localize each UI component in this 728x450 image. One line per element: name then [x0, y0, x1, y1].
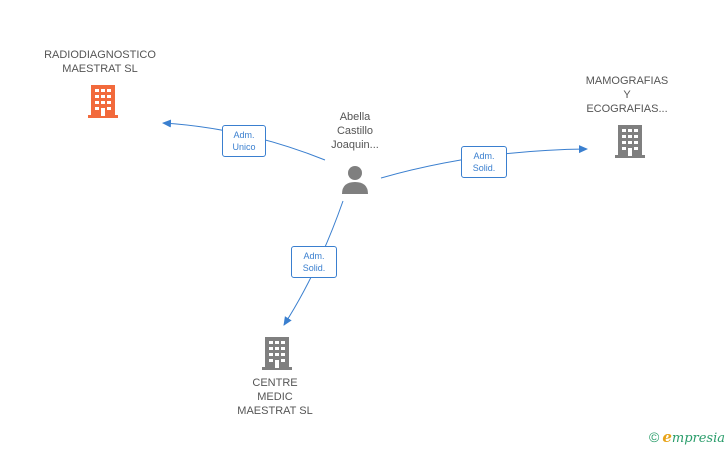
edge-label-line: Solid. — [302, 263, 326, 273]
label-line: CENTRE — [252, 377, 298, 389]
label-line: Abella — [339, 111, 371, 123]
company-label-radiodiagnostico[interactable]: RADIODIAGNOSTICO MAESTRAT SL — [30, 48, 170, 76]
label-line: MAESTRAT SL — [62, 63, 138, 75]
label-line: Joaquin... — [331, 139, 379, 151]
person-icon[interactable] — [340, 164, 370, 194]
copyright-symbol: © — [649, 429, 660, 445]
edge-label-adm-unico[interactable]: Adm. Unico — [222, 125, 266, 157]
edge-label-line: Adm. — [473, 151, 495, 161]
brand-initial: e — [662, 428, 672, 446]
company-label-centre[interactable]: CENTRE MEDIC MAESTRAT SL — [220, 376, 330, 418]
building-icon[interactable] — [87, 83, 119, 119]
edge-label-adm-solid-centre[interactable]: Adm. Solid. — [291, 246, 337, 278]
label-line: Castillo — [336, 125, 374, 137]
edge-label-adm-solid-mamografias[interactable]: Adm. Solid. — [461, 146, 507, 178]
label-line: MEDIC — [257, 391, 293, 403]
edge-label-line: Solid. — [472, 163, 496, 173]
empresia-watermark: ©empresia — [649, 428, 725, 446]
label-line: MAMOGRAFIAS — [585, 75, 669, 87]
brand-name: mpresia — [671, 431, 726, 446]
person-label[interactable]: Abella Castillo Joaquin... — [310, 110, 400, 152]
edge-label-line: Unico — [232, 142, 256, 152]
label-line: RADIODIAGNOSTICO — [44, 49, 156, 61]
company-label-mamografias[interactable]: MAMOGRAFIAS Y ECOGRAFIAS... — [572, 74, 682, 116]
edge-label-line: Adm. — [303, 251, 325, 261]
building-icon[interactable] — [614, 123, 646, 159]
label-line: MAESTRAT SL — [237, 405, 313, 417]
edge-label-line: Adm. — [233, 130, 255, 140]
building-icon[interactable] — [261, 335, 293, 371]
label-line: ECOGRAFIAS... — [586, 103, 668, 115]
label-line: Y — [623, 89, 631, 101]
